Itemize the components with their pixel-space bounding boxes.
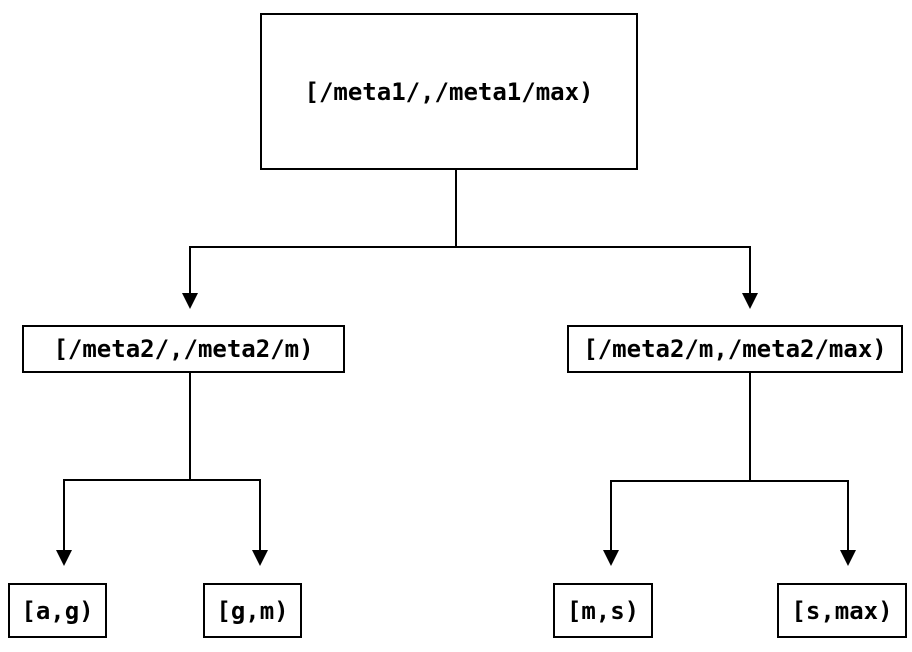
arrowhead-down-icon	[603, 550, 619, 566]
arrowhead-down-icon	[56, 550, 72, 566]
arrowhead-down-icon	[742, 293, 758, 309]
node-root-range: [/meta1/,/meta1/max)	[260, 13, 638, 170]
leaf-node-g-m: [g,m)	[203, 583, 302, 638]
node-label: [g,m)	[216, 596, 289, 625]
arrowhead-down-icon	[182, 293, 198, 309]
node-meta2-left-range: [/meta2/,/meta2/m)	[22, 325, 345, 373]
node-label: [a,g)	[21, 596, 94, 625]
leaf-node-s-max: [s,max)	[777, 583, 907, 638]
node-meta2-right-range: [/meta2/m,/meta2/max)	[567, 325, 903, 373]
leaf-node-a-g: [a,g)	[8, 583, 107, 638]
node-label: [/meta2/,/meta2/m)	[53, 335, 314, 363]
leaf-node-m-s: [m,s)	[553, 583, 653, 638]
node-label: [m,s)	[566, 596, 640, 625]
arrowhead-down-icon	[252, 550, 268, 566]
node-label: [/meta2/m,/meta2/max)	[583, 335, 887, 363]
arrowhead-down-icon	[840, 550, 856, 566]
node-label: [/meta1/,/meta1/max)	[304, 77, 594, 106]
node-label: [s,max)	[791, 596, 893, 625]
